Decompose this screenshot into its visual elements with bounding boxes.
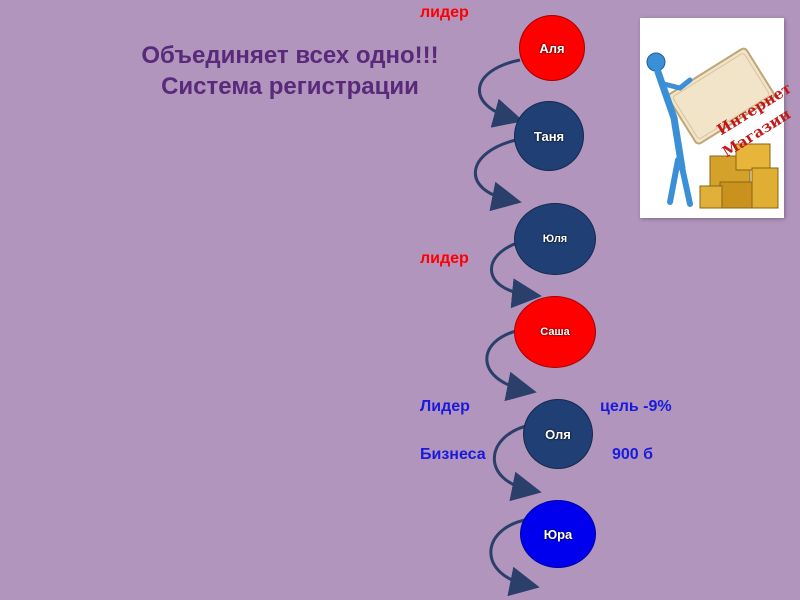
leader-label-top: лидер	[420, 4, 469, 21]
node-label: Саша	[540, 326, 570, 338]
node-label: Юра	[543, 526, 573, 542]
chain-arrow-1	[478, 58, 524, 128]
node-tanya: Таня	[514, 101, 584, 171]
chain-arrow-2	[474, 138, 522, 212]
node-label: Оля	[545, 426, 571, 442]
business-leader-label-line-2: Бизнеса	[420, 446, 486, 463]
node-olya: Оля	[523, 399, 593, 469]
amount-label: 900 б	[612, 446, 654, 463]
node-yulya: Юля	[514, 203, 596, 275]
chain-arrow-5	[492, 423, 542, 502]
node-yura: Юра	[520, 500, 596, 568]
node-label: Юля	[542, 233, 568, 245]
node-sasha: Саша	[514, 296, 596, 368]
heading-line-1: Объединяет всех одно!!!	[141, 42, 439, 69]
node-label: Таня	[533, 128, 565, 144]
goal-label: цель -9%	[600, 398, 672, 415]
business-leader-label-line-1: Лидер	[420, 398, 470, 415]
node-label: Аля	[539, 40, 565, 56]
slide-heading: Объединяет всех одно!!! Система регистра…	[110, 40, 470, 102]
heading-line-2: Система регистрации	[161, 73, 419, 100]
chain-arrow-6	[489, 518, 540, 597]
node-alya: Аля	[519, 15, 585, 81]
online-shop-illustration: Интернет Магазин	[640, 18, 795, 218]
chain-arrow-4	[485, 328, 537, 402]
stick-figure-illustration	[646, 47, 779, 209]
chain-arrow-3	[490, 238, 542, 309]
leader-label-middle: лидер	[420, 250, 469, 267]
